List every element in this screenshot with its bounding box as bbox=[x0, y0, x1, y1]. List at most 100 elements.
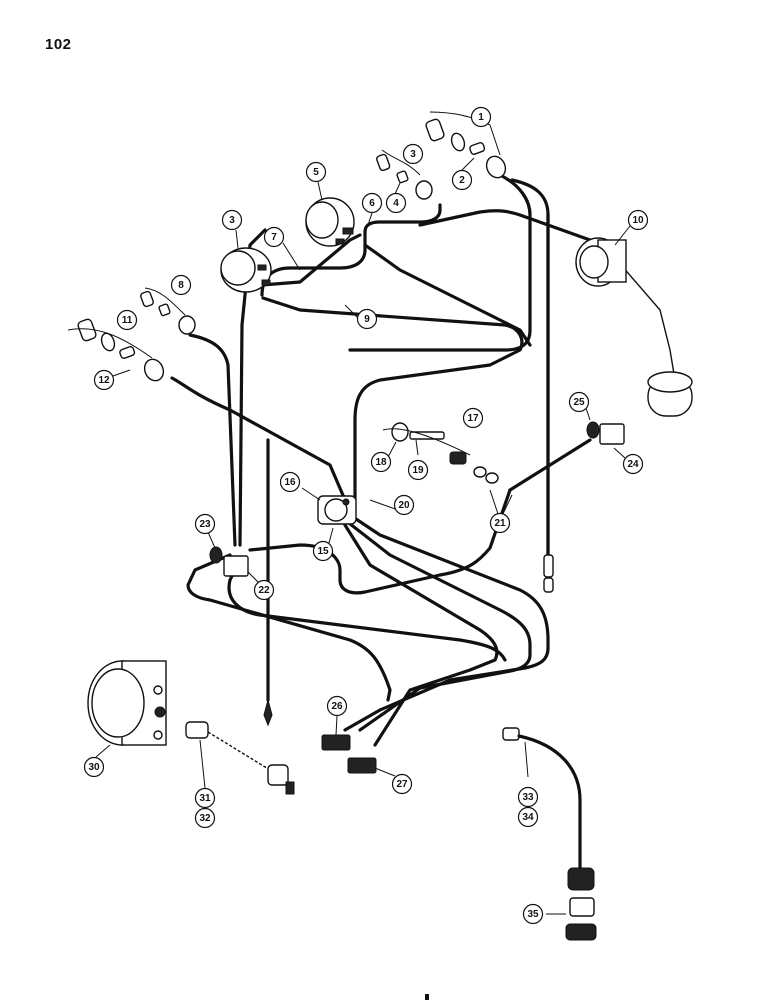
callout-20: 20 bbox=[393, 494, 415, 516]
callout-circle bbox=[194, 807, 216, 829]
part-26-connector bbox=[321, 734, 351, 751]
callout-11: 11 bbox=[116, 309, 138, 331]
callout-label: 10 bbox=[632, 215, 644, 226]
part-17-switch-assembly bbox=[391, 422, 499, 484]
callout-circle bbox=[170, 274, 192, 296]
part-3-lamp-socket-lower bbox=[140, 290, 196, 335]
callout-circle bbox=[385, 192, 407, 214]
part-10-fuel-gauge bbox=[575, 237, 627, 287]
callout-1: 1 bbox=[470, 106, 492, 128]
callout-19: 19 bbox=[407, 459, 429, 481]
callout-label: 15 bbox=[317, 546, 329, 557]
part-22-switch bbox=[209, 546, 249, 577]
callout-label: 18 bbox=[375, 457, 387, 468]
callout-circle bbox=[407, 459, 429, 481]
callout-label: 27 bbox=[396, 779, 408, 790]
part-3-lamp-socket-upper bbox=[376, 153, 433, 200]
part-31-drive-cable bbox=[185, 721, 295, 795]
callout-18: 18 bbox=[370, 451, 392, 473]
part-1-lamp-socket bbox=[425, 118, 507, 179]
callout-circle bbox=[194, 513, 216, 535]
callout-circle bbox=[451, 169, 473, 191]
callout-30: 30 bbox=[83, 756, 105, 778]
callout-10: 10 bbox=[627, 209, 649, 231]
callout-25: 25 bbox=[568, 391, 590, 413]
callout-label: 12 bbox=[98, 375, 110, 386]
callout-label: 35 bbox=[527, 909, 539, 920]
part-35-drive-adapter bbox=[565, 867, 597, 941]
fuel-sender-unit bbox=[647, 371, 693, 417]
part-8-gauge bbox=[220, 247, 272, 293]
callout-circle bbox=[393, 494, 415, 516]
callout-label: 3 bbox=[410, 149, 416, 160]
ground-terminal bbox=[263, 698, 273, 727]
callout-circle bbox=[627, 209, 649, 231]
callout-23: 23 bbox=[194, 513, 216, 535]
callout-circle bbox=[279, 471, 301, 493]
callout-label: 9 bbox=[364, 314, 370, 325]
callout-circle bbox=[391, 773, 413, 795]
callout-label: 19 bbox=[412, 465, 424, 476]
callout-16: 16 bbox=[279, 471, 301, 493]
callout-circle bbox=[517, 786, 539, 808]
page-bottom-marks bbox=[425, 994, 429, 1000]
callout-label: 3 bbox=[229, 215, 235, 226]
callout-label: 25 bbox=[573, 397, 585, 408]
callout-9: 9 bbox=[356, 308, 378, 330]
callout-label: 1 bbox=[478, 112, 484, 123]
callout-circle bbox=[370, 451, 392, 473]
callout-27: 27 bbox=[391, 773, 413, 795]
part-30-hourmeter bbox=[87, 660, 167, 746]
callout-label: 8 bbox=[178, 280, 184, 291]
callout-12: 12 bbox=[93, 369, 115, 391]
callout-circle bbox=[470, 106, 492, 128]
callout-circle bbox=[402, 143, 424, 165]
callout-circle bbox=[312, 540, 334, 562]
callout-label: 21 bbox=[494, 518, 506, 529]
part-16-ignition-switch bbox=[317, 495, 357, 525]
harness-end-plug bbox=[543, 554, 554, 593]
callout-label: 26 bbox=[331, 701, 343, 712]
callout-8: 8 bbox=[170, 274, 192, 296]
callout-32: 32 bbox=[194, 807, 216, 829]
part-5-gauge bbox=[305, 197, 355, 247]
callout-31: 31 bbox=[194, 787, 216, 809]
part-27-connector bbox=[347, 757, 377, 774]
callout-label: 32 bbox=[199, 813, 211, 824]
callout-label: 2 bbox=[459, 175, 465, 186]
callout-3: 3 bbox=[402, 143, 424, 165]
leader-lines bbox=[67, 111, 631, 915]
callout-label: 7 bbox=[271, 232, 277, 243]
callout-22: 22 bbox=[253, 579, 275, 601]
callout-label: 20 bbox=[398, 500, 410, 511]
callout-circle bbox=[361, 192, 383, 214]
part-11-lamp-socket bbox=[77, 318, 165, 382]
callout-4: 4 bbox=[385, 192, 407, 214]
callout-circle bbox=[253, 579, 275, 601]
callout-circle bbox=[194, 787, 216, 809]
callout-3: 3 bbox=[221, 209, 243, 231]
callout-34: 34 bbox=[517, 806, 539, 828]
callout-label: 4 bbox=[393, 198, 399, 209]
part-25-switch bbox=[586, 421, 625, 445]
callout-35: 35 bbox=[522, 903, 544, 925]
callout-circle bbox=[517, 806, 539, 828]
callout-circle bbox=[462, 407, 484, 429]
callout-circle bbox=[326, 695, 348, 717]
callout-label: 6 bbox=[369, 198, 375, 209]
callout-circle bbox=[263, 226, 285, 248]
callout-label: 33 bbox=[522, 792, 534, 803]
callout-33: 33 bbox=[517, 786, 539, 808]
callout-21: 21 bbox=[489, 512, 511, 534]
callout-24: 24 bbox=[622, 453, 644, 475]
callout-circle bbox=[305, 161, 327, 183]
callout-circle bbox=[489, 512, 511, 534]
callout-26: 26 bbox=[326, 695, 348, 717]
callout-circle bbox=[116, 309, 138, 331]
callout-2: 2 bbox=[451, 169, 473, 191]
callout-label: 5 bbox=[313, 167, 319, 178]
callout-label: 31 bbox=[199, 793, 211, 804]
wiring-harness bbox=[170, 173, 676, 747]
callout-label: 30 bbox=[88, 762, 100, 773]
